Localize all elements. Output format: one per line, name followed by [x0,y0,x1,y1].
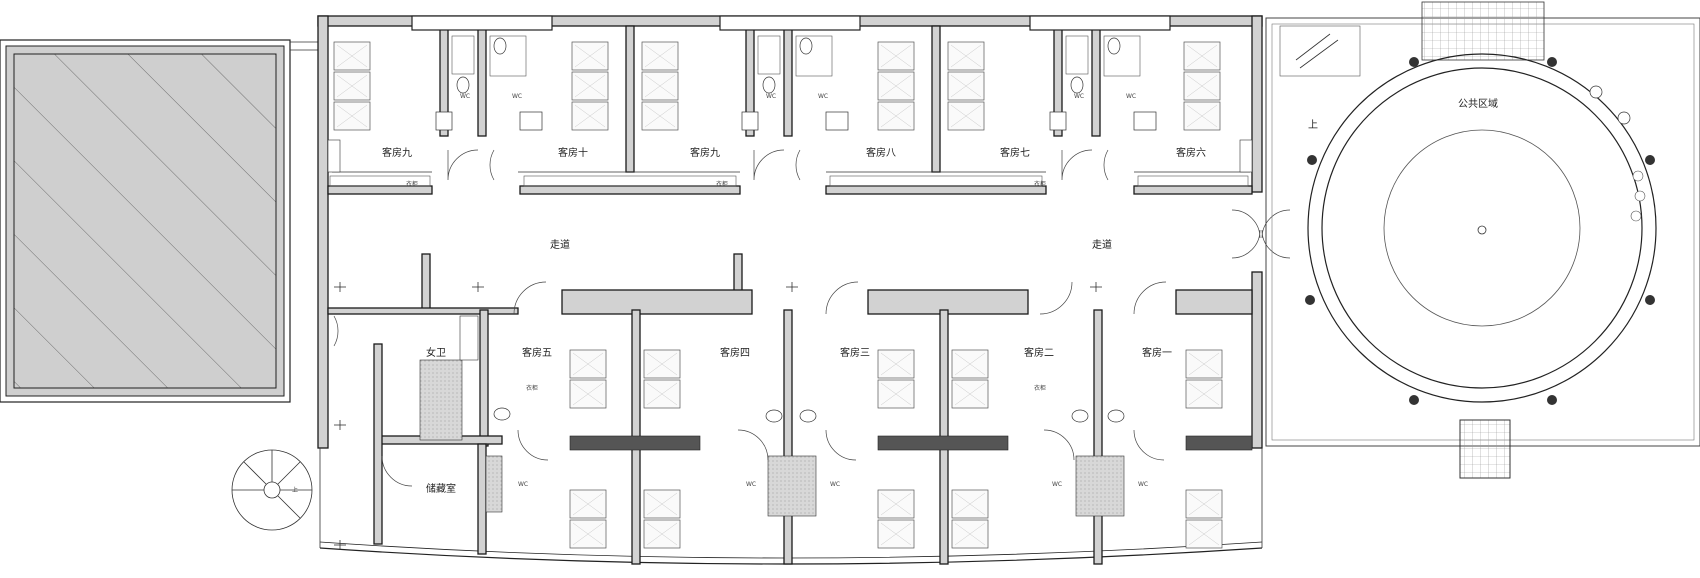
label-womens-wc: 女卫 [426,346,446,359]
label-wc-9: WC [830,481,840,488]
lower-rooms [327,253,1253,565]
label-wc-1: WC [460,93,470,100]
label-counter-1: 衣柜 [406,180,418,188]
label-stair-up-small: 上 [292,486,298,494]
room-labels: 公共区域 走道 走道 客房九 客房十 客房九 客房八 客房七 客房六 客房五 客… [292,93,1498,495]
label-wc-10: WC [1052,481,1062,488]
label-public-area: 公共区域 [1458,97,1498,110]
label-room-7: 客房七 [1000,146,1030,159]
label-wc-3: WC [766,93,776,100]
label-room-2: 客房二 [1024,346,1054,359]
label-counter-4: 衣柜 [526,384,538,392]
lower-doors [333,281,1167,487]
label-wc-4: WC [818,93,828,100]
label-room-1: 客房一 [1142,346,1172,359]
label-room-5: 客房五 [522,346,552,359]
rotunda [1265,1,1700,479]
label-room-4: 客房四 [720,346,750,359]
lower-bathrooms [419,315,1125,517]
upper-doors [327,139,1253,181]
label-corridor-left: 走道 [550,238,570,251]
label-wc-11: WC [1138,481,1148,488]
label-room-6: 客房六 [1176,146,1206,159]
label-wc-2: WC [512,93,522,100]
label-wc-5: WC [1074,93,1084,100]
entry-doors [1231,209,1291,259]
upper-rooms [327,15,1253,195]
upper-bathrooms [435,35,1157,131]
label-counter-5: 衣柜 [1034,384,1046,392]
label-storage: 储藏室 [426,482,456,495]
spiral-stair [231,449,313,531]
label-corridor-right: 走道 [1092,238,1112,251]
label-room-3: 客房三 [840,346,870,359]
label-wc-6: WC [1126,93,1136,100]
label-room-8: 客房八 [866,146,896,159]
label-room-10: 客房十 [558,146,588,159]
label-counter-3: 衣柜 [1034,180,1046,188]
label-counter-2: 衣柜 [716,180,728,188]
label-wc-8: WC [746,481,756,488]
label-stair-up: 上 [1308,119,1318,131]
label-wc-7: WC [518,481,528,488]
hatched-block [0,39,320,403]
label-room-9b: 客房九 [690,146,720,159]
label-room-9a: 客房九 [382,146,412,159]
corridor-marks [334,282,1102,550]
